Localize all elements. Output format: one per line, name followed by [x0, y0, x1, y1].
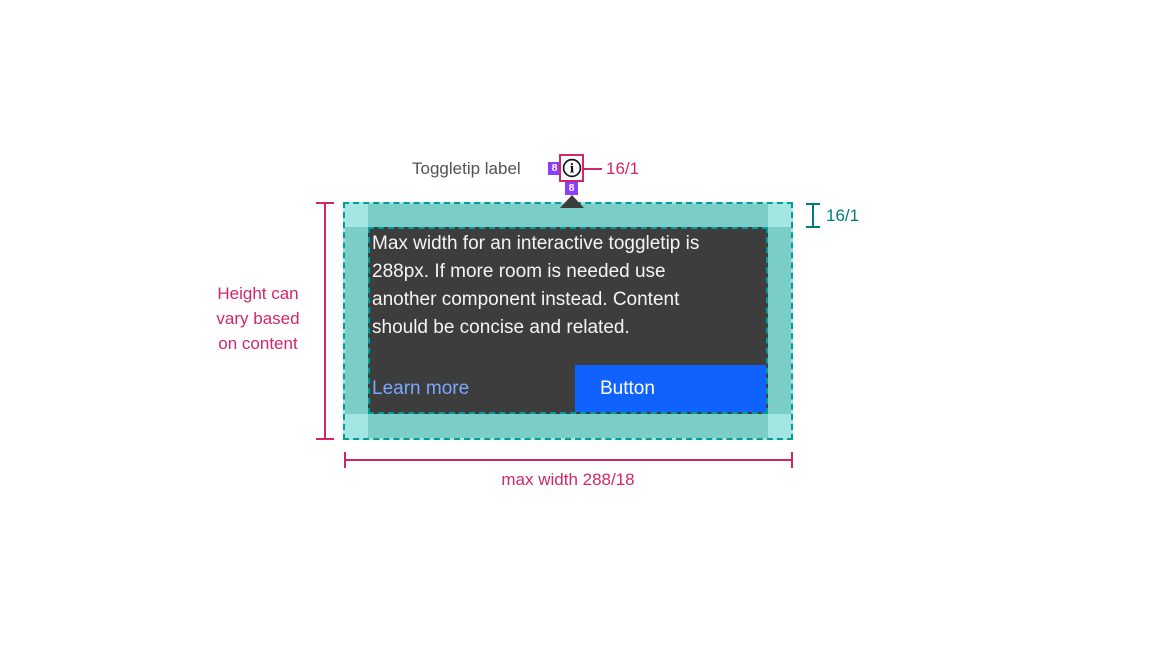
trigger-size-annotation: 16/1 [606, 159, 640, 178]
padding-annotation: 16/1 [826, 206, 860, 225]
spacing-token-badge-right: 8 [548, 162, 561, 175]
padding-strip-top [368, 204, 768, 227]
body-line: Max width for an interactive toggletip i… [372, 233, 700, 254]
toggletip-popover: Max width for an interactive toggletip i… [368, 227, 768, 414]
toggletip-label: Toggletip label [412, 159, 521, 178]
height-note-line: vary based [216, 309, 300, 328]
spec-container: Max width for an interactive toggletip i… [343, 202, 793, 440]
padding-measure-cap-top [806, 203, 820, 205]
annotation-connector-line [584, 168, 602, 170]
max-width-measure-line [344, 459, 793, 461]
toggletip-action-button[interactable]: Button [575, 365, 766, 412]
padding-strip-right [768, 227, 791, 414]
padding-measure-cap-bottom [806, 226, 820, 228]
height-bracket-line [324, 202, 326, 440]
information-icon: i [562, 158, 581, 178]
body-line: another component instead. Content [372, 289, 680, 310]
svg-text:i: i [569, 160, 574, 175]
body-line: 288px. If more room is needed use [372, 261, 666, 282]
body-line: should be concise and related. [372, 317, 630, 338]
toggletip-actions: Learn more Button [370, 365, 766, 412]
height-bracket-cap-bottom [316, 438, 334, 440]
toggletip-body-text: Max width for an interactive toggletip i… [370, 229, 766, 342]
tooltip-caret [560, 195, 584, 208]
padding-strip-bottom [368, 414, 768, 438]
height-annotation: Height can vary based on content [202, 281, 314, 356]
spacing-token-badge-below: 8 [565, 182, 578, 195]
toggletip-trigger-button[interactable]: i [559, 154, 584, 182]
max-width-annotation: max width 288/18 [501, 470, 635, 489]
height-note-line: Height can [217, 284, 299, 303]
padding-strip-left [345, 227, 368, 414]
max-width-measure-cap-right [791, 452, 793, 468]
learn-more-link[interactable]: Learn more [372, 377, 470, 399]
height-note-line: on content [218, 334, 298, 353]
padding-measure-line [812, 203, 814, 228]
height-bracket-cap-top [316, 202, 334, 204]
max-width-measure-cap-left [344, 452, 346, 468]
